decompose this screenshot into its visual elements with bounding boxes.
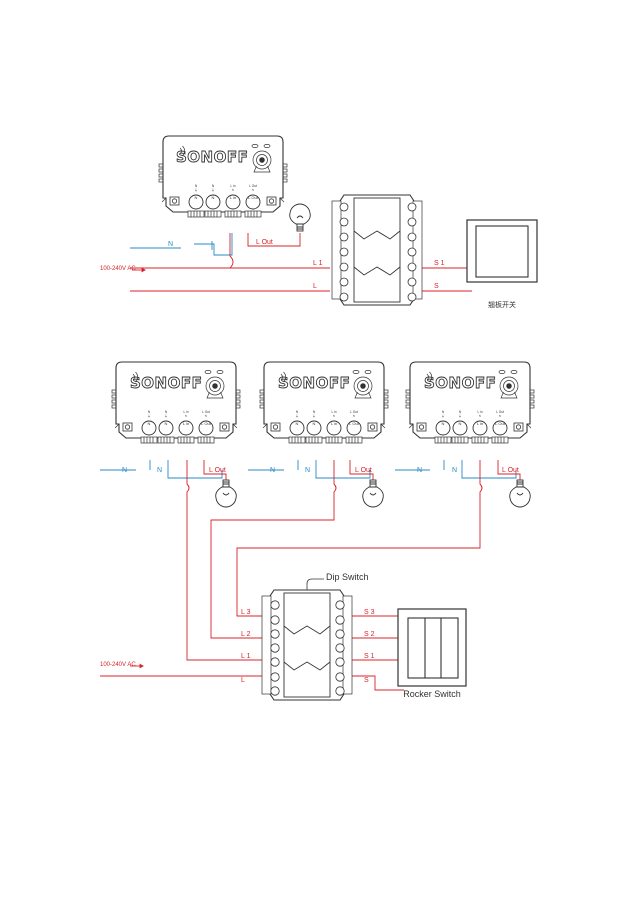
label-s: S xyxy=(434,283,439,290)
label-n-6: N xyxy=(452,467,457,474)
terminal-l-out: L Out xyxy=(495,421,506,426)
switch-caption: 翘板开关 xyxy=(488,300,516,309)
label-l-out: L Out xyxy=(256,239,273,246)
label-l3: L 3 xyxy=(241,609,251,616)
label-s: S xyxy=(364,677,369,684)
terminal-l-out: L Out xyxy=(349,421,360,426)
dip-switch-caption: Dip Switch xyxy=(326,572,369,582)
bottom-diagram: SONOFF SONOFF SONOFF N N L in L Out N N … xyxy=(100,361,535,701)
light-bulb-icon-3 xyxy=(509,479,531,508)
terminal-n-1: N xyxy=(148,421,151,426)
terminal-l-in: L in xyxy=(477,421,483,426)
terminal-n-2: N xyxy=(165,421,168,426)
label-s1: S 1 xyxy=(364,653,375,660)
terminal-n-1: N xyxy=(296,421,299,426)
sonoff-logo-2: SONOFF xyxy=(278,374,350,392)
label-l-out-1: L Out xyxy=(209,467,226,474)
terminal-n-2: N xyxy=(313,421,316,426)
label-l2: L 2 xyxy=(241,631,251,638)
label-l1: L 1 xyxy=(241,653,251,660)
terminal-l-in: L in xyxy=(331,421,337,426)
dip-terminals xyxy=(339,202,417,302)
terminal-labels-2: N N L in L Out xyxy=(296,421,360,426)
dip-terminals xyxy=(270,600,345,696)
sonoff-logo: SONOFF xyxy=(176,148,248,166)
light-bulb-icon-2 xyxy=(362,479,384,508)
light-bulb-icon xyxy=(289,203,311,232)
label-l: L xyxy=(313,283,317,290)
terminal-l-out: L Out xyxy=(248,195,259,200)
wall-switch-icon xyxy=(466,219,538,283)
terminal-l-out: L Out xyxy=(201,421,212,426)
light-bulb-icon-1 xyxy=(215,479,237,508)
rocker-switch-icon xyxy=(397,608,467,687)
sonoff-logo-1: SONOFF xyxy=(130,374,202,392)
label-n-5: N xyxy=(417,467,422,474)
terminal-n-1: N xyxy=(195,195,198,200)
label-n-4: N xyxy=(305,467,310,474)
label-l1: L 1 xyxy=(313,260,323,267)
terminal-labels-3: N N L in L Out xyxy=(442,421,506,426)
top-diagram: N N L in L Out SONOFF N L Out 100-240V A… xyxy=(100,135,538,309)
label-l-out-3: L Out xyxy=(502,467,519,474)
terminal-l-in: L in xyxy=(183,421,189,426)
label-n-1: N xyxy=(122,467,127,474)
supply-label: 100-240V AC xyxy=(100,266,136,272)
label-s1: S 1 xyxy=(434,260,445,267)
terminal-l-in: L in xyxy=(230,195,236,200)
label-l-out-2: L Out xyxy=(355,467,372,474)
terminal-labels: N N L in L Out xyxy=(195,195,259,200)
sonoff-logo-3: SONOFF xyxy=(424,374,496,392)
label-l: L xyxy=(241,677,245,684)
label-s3: S 3 xyxy=(364,609,375,616)
label-s2: S 2 xyxy=(364,631,375,638)
label-n-2: N xyxy=(157,467,162,474)
label-n-3: N xyxy=(270,467,275,474)
supply-label: 100-240V AC xyxy=(100,662,136,668)
rocker-switch-caption: Rocker Switch xyxy=(403,689,461,699)
label-n: N xyxy=(168,241,173,248)
terminal-n-2: N xyxy=(212,195,215,200)
terminal-n-2: N xyxy=(459,421,462,426)
terminal-labels-1: N N L in L Out xyxy=(148,421,212,426)
terminal-n-1: N xyxy=(442,421,445,426)
